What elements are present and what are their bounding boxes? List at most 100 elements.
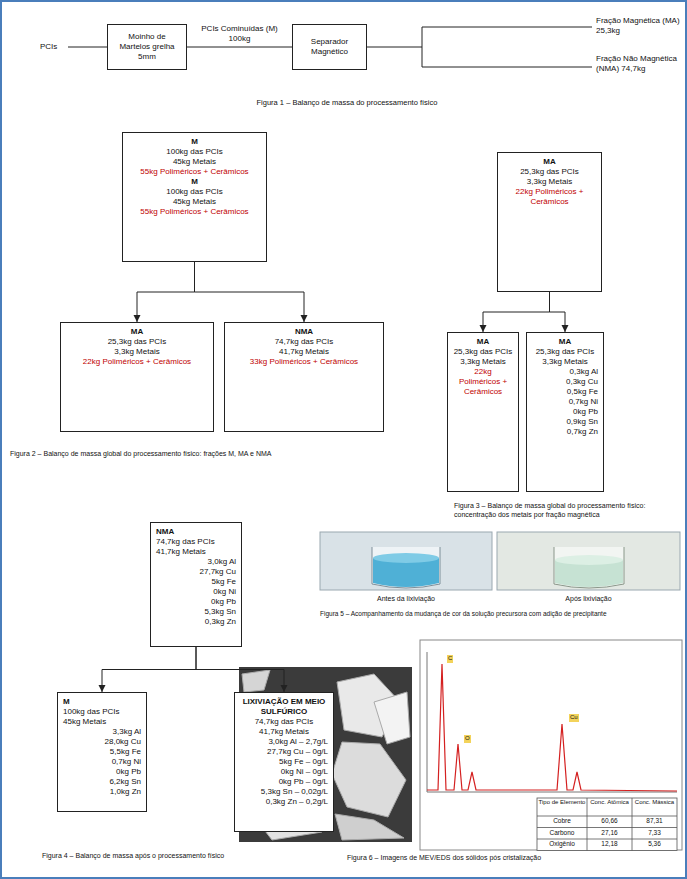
table-cell: Conc. Mássica	[632, 799, 677, 806]
element-mass: 0,3kg Cu	[532, 377, 598, 387]
photo-label: Após lixiviação	[497, 595, 680, 604]
table-cell: Carbono	[537, 829, 587, 837]
node-text: 100kg das PCIs	[63, 707, 141, 717]
node-heading: M	[63, 697, 141, 707]
connector	[137, 262, 195, 322]
node-text: 41,7kg Metais	[156, 547, 236, 557]
element-mass: 3,0kg Al – 2,7g/L	[240, 737, 328, 747]
connector	[102, 647, 196, 692]
node-text: 25,3kg das PCIs	[453, 347, 513, 357]
connector	[196, 647, 284, 692]
node-heading: LIXIVIAÇÃO EM MEIO SULFÚRICO	[240, 697, 328, 717]
element-mass: 0kg Pb	[156, 597, 236, 607]
peak-label: C	[447, 655, 453, 663]
node-heading: NMA	[230, 327, 378, 337]
element-mass: 28,0kg Cu	[63, 737, 141, 747]
element-mass: 5kg Fe – 0g/L	[240, 757, 328, 767]
node-text: 22kg Poliméricos + Cerâmicos	[66, 357, 208, 367]
node-text: 100kg das PCIs	[128, 147, 261, 157]
figure-caption: Figura 5 – Acompanhamento da mudança de …	[320, 610, 682, 618]
table-grid	[537, 798, 677, 851]
mass-balance-box: MA25,3kg das PCIs3,3kg Metais22kg Polimé…	[60, 322, 214, 432]
edge-label: PCIs Cominuídas (M) 100kg	[194, 24, 286, 44]
node-text: 74,7kg das PCIs	[230, 337, 378, 347]
element-mass: 0kg Ni – 0g/L	[240, 767, 328, 777]
node-heading: MA	[453, 337, 513, 347]
element-mass: 0kg Pb – 0g/L	[240, 777, 328, 787]
mass-balance-box: M100kg das PCIs45kg Metais55kg Poliméric…	[122, 132, 267, 262]
element-mass: 0,9kg Sn	[532, 417, 598, 427]
node-text: 25,3kg das PCIs	[503, 167, 596, 177]
element-mass: 0,7kg Ni	[532, 397, 598, 407]
element-mass: 5,5kg Fe	[63, 747, 141, 757]
process-box: Separador Magnético	[292, 24, 367, 70]
element-mass: 3,0kg Al	[156, 557, 236, 567]
node-heading: NMA	[156, 527, 236, 537]
table-cell: Tipo de Elemento	[537, 799, 587, 806]
solution-photo	[320, 532, 680, 590]
element-mass: 0kg Pb	[63, 767, 141, 777]
connector	[187, 47, 292, 48]
element-mass: 5,3kg Sn	[156, 607, 236, 617]
table-cell: 87,31	[632, 817, 677, 825]
node-text: 45kg Metais	[63, 717, 141, 727]
node-heading: M	[128, 137, 261, 147]
node-text: 25,3kg das PCIs	[532, 347, 598, 357]
node-text: Separador Magnético	[298, 37, 361, 57]
table-cell: 27,16	[587, 829, 632, 837]
input-label: PCIs	[40, 42, 68, 52]
mass-balance-box: NMA74,7kg das PCIs41,7kg Metais3,0kg Al2…	[150, 522, 242, 647]
output-label: Fração Não Magnética (NMA) 74,7kg	[596, 54, 682, 74]
element-mass: 5kg Fe	[156, 577, 236, 587]
node-text: 22kg Poliméricos + Cerâmicos	[503, 187, 596, 207]
table-cell: 60,66	[587, 817, 632, 825]
figure-caption: Figura 6 – Imagens de MEV/EDS dos sólido…	[347, 854, 682, 863]
table-cell: 12,18	[587, 840, 632, 848]
element-mass: 0kg Pb	[532, 407, 598, 417]
node-text: 45kg Metais	[128, 157, 261, 167]
mass-balance-box: MA25,3kg das PCIs3,3kg Metais22kg Polimé…	[497, 152, 602, 292]
element-mass: 1,0kg Zn	[63, 787, 141, 797]
process-box: Moinho de Martelos grelha 5mm	[107, 24, 187, 70]
figure-caption: Figura 4 – Balanço de massa após o proce…	[42, 852, 232, 861]
figure-caption: Figura 1 – Balanço de massa do processam…	[152, 98, 542, 107]
node-text: 41,7kg Metais	[230, 347, 378, 357]
node-text: 3,3kg Metais	[66, 347, 208, 357]
photo-label: Antes da lixiviação	[320, 595, 492, 604]
peak-label: Cu	[569, 714, 579, 722]
connector	[550, 292, 566, 332]
mass-balance-box: MA25,3kg das PCIs3,3kg Metais0,3kg Al0,3…	[526, 332, 604, 492]
node-text: Moinho de Martelos grelha 5mm	[113, 32, 181, 62]
node-text: 45kg Metais	[128, 197, 261, 207]
node-text: 3,3kg Metais	[453, 357, 513, 367]
table-cell: Cobre	[537, 817, 587, 825]
element-mass: 27,7kg Cu – 0g/L	[240, 747, 328, 757]
element-mass: 0,3kg Zn – 0,2g/L	[240, 797, 328, 807]
node-heading: MA	[503, 157, 596, 167]
node-text: 74,7kg das PCIs	[156, 537, 236, 547]
element-mass: 3,3kg Al	[63, 727, 141, 737]
table-cell: 7,33	[632, 829, 677, 837]
output-label: Fração Magnética (MA) 25,3kg	[596, 16, 682, 36]
table-cell: 5,36	[632, 840, 677, 848]
table-cell: Conc. Atômica	[587, 799, 632, 806]
element-mass: 27,7kg Cu	[156, 567, 236, 577]
node-text: 33kg Poliméricos + Cerâmicos	[230, 357, 378, 367]
element-mass: 0,7kg Ni	[63, 757, 141, 767]
mass-balance-box: NMA74,7kg das PCIs41,7kg Metais33kg Poli…	[224, 322, 384, 432]
connector	[483, 292, 550, 332]
element-mass: 0,3kg Zn	[156, 617, 236, 627]
figure-caption: Figura 3 – Balanço de massa global do pr…	[454, 502, 682, 520]
element-mass: 0,3kg Al	[532, 367, 598, 377]
eds-spectrum	[420, 640, 682, 850]
table-cell: Oxigênio	[537, 840, 587, 848]
node-text: 3,3kg Metais	[532, 357, 598, 367]
figure-caption: Figura 2 – Balanço de massa global do pr…	[10, 450, 430, 459]
element-mass: 0,5kg Fe	[532, 387, 598, 397]
element-mass: 0,7kg Zn	[532, 427, 598, 437]
node-text: 25,3kg das PCIs	[66, 337, 208, 347]
node-text: 74,7kg das PCIs	[240, 717, 328, 727]
peak-label: O	[464, 735, 471, 743]
node-text: 41,7kg Metais	[240, 727, 328, 737]
